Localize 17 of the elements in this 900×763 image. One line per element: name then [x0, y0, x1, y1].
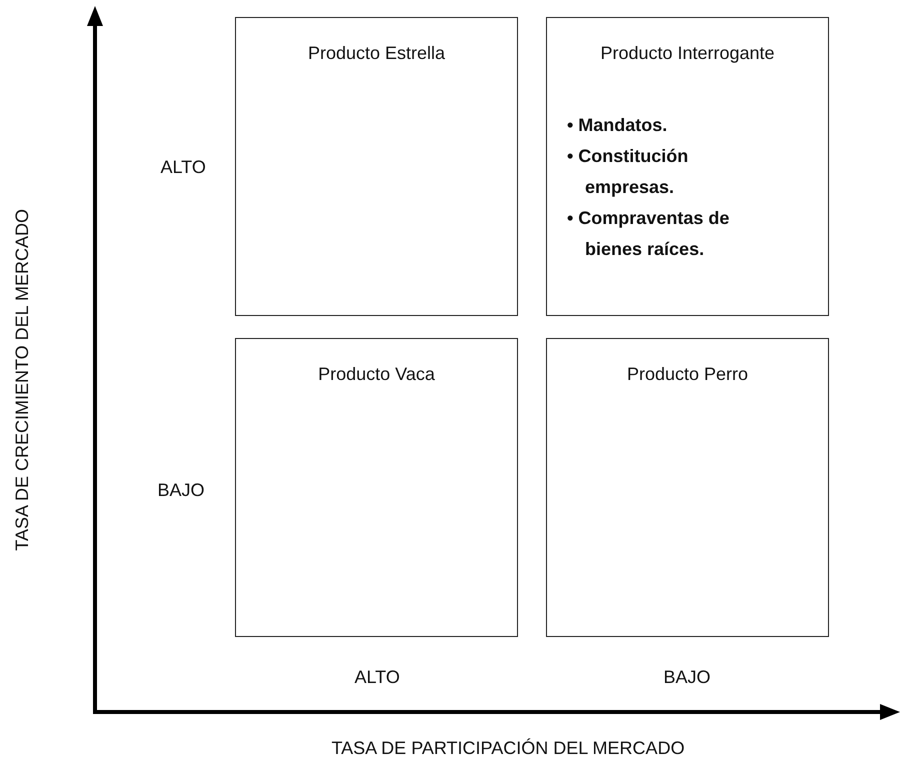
axis-level-label: BAJO: [158, 480, 205, 500]
axis-level-label: BAJO: [664, 666, 711, 688]
axis-title: TASA DE PARTICIPACIÓN DEL MERCADO: [332, 738, 685, 758]
axis-title: TASA DE CRECIMIENTO DEL MERCADO: [12, 209, 32, 551]
quadrant-box: [546, 338, 829, 637]
axis-level-label: ALTO: [160, 156, 206, 178]
axis-level-label: ALTO: [354, 666, 400, 688]
quadrant-title: Producto Perro: [626, 364, 748, 385]
quadrant-title: Producto Vaca: [318, 364, 435, 385]
bullet-item: • Compraventas de bienes raíces.: [567, 207, 730, 261]
quadrant-title: Producto Interrogante: [600, 43, 775, 64]
quadrant-box: [235, 338, 518, 637]
quadrant-box: [546, 17, 829, 316]
bullet-item: • Constitución empresas.: [567, 145, 690, 199]
bullet-item: • Mandatos.: [567, 114, 668, 137]
quadrant-title: Producto Estrella: [308, 43, 446, 64]
quadrant-box: [235, 17, 518, 316]
